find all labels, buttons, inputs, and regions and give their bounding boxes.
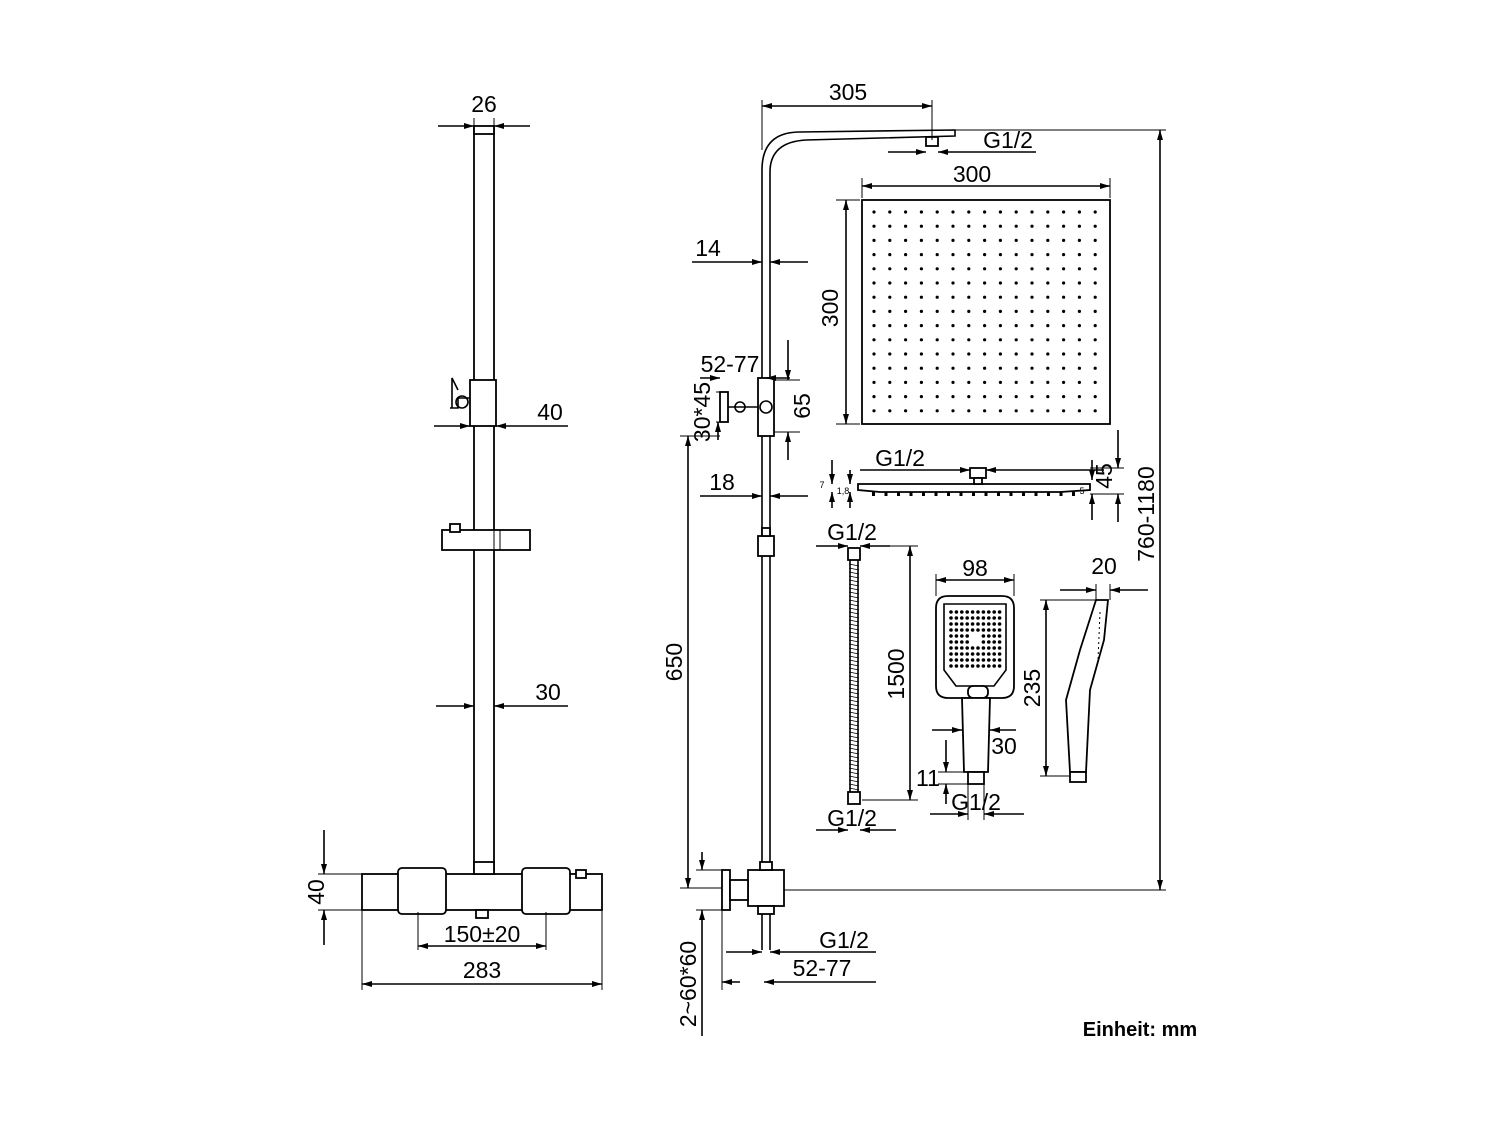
dim-hand-thread: 11 bbox=[916, 765, 940, 791]
side-view: 305 G1/2 14 52-77 30*45 65 18 650 bbox=[661, 79, 1166, 1036]
dim-inlet-connection: G1/2 bbox=[819, 927, 869, 953]
dim-front-mixer-width: 283 bbox=[463, 957, 501, 983]
hand-shower-button bbox=[967, 685, 989, 699]
overhead-nozzle-grid bbox=[872, 210, 1097, 413]
dim-front-slider-width: 40 bbox=[537, 399, 563, 425]
front-mixer-handle-right bbox=[521, 867, 571, 915]
dim-hose-bottom: G1/2 bbox=[827, 805, 877, 831]
unit-note: Einheit: mm bbox=[1083, 1019, 1197, 1041]
dim-overhead-width: 300 bbox=[953, 161, 991, 187]
hand-shower-head bbox=[935, 595, 1015, 699]
dim-hand-length: 235 bbox=[1019, 669, 1045, 707]
front-slider-screw bbox=[455, 395, 469, 409]
dim-hand-width: 98 bbox=[962, 555, 988, 581]
dim-inlet-distance: 52-77 bbox=[793, 955, 852, 981]
dim-hose-top: G1/2 bbox=[827, 519, 877, 545]
front-slider-knob bbox=[450, 377, 470, 409]
overhead-shower-top: 300 300 bbox=[817, 161, 1111, 425]
dim-arm-pipe: 14 bbox=[695, 235, 721, 261]
dim-bracket-range: 52-77 bbox=[701, 351, 760, 377]
dim-front-pipe-width: 30 bbox=[535, 679, 561, 705]
hand-shower-thread bbox=[967, 771, 985, 785]
front-riser-pipe bbox=[473, 127, 495, 871]
dim-wall-plate: 2~60*60 bbox=[675, 941, 701, 1027]
hand-shower-side: 20 235 bbox=[1019, 553, 1148, 783]
dim-hose-length: 1500 bbox=[883, 648, 909, 699]
dim-overhead-side-thickness: 45 bbox=[1091, 463, 1117, 489]
front-slider bbox=[469, 379, 497, 427]
front-mixer-handle-left bbox=[397, 867, 447, 915]
shower-hose: G1/2 1500 G1/2 bbox=[816, 519, 918, 833]
dim-overhead-connection: G1/2 bbox=[983, 127, 1033, 153]
dim-front-mixer-spacing: 150±20 bbox=[444, 921, 521, 947]
front-mixer-inlet bbox=[475, 909, 489, 919]
dim-overhead-side-connection: G1/2 bbox=[875, 445, 925, 471]
side-shelf bbox=[757, 535, 775, 557]
dim-overhead-side-a: 7 bbox=[819, 480, 824, 490]
side-mixer-wall-plate bbox=[721, 869, 731, 911]
dim-front-bar-top: 26 bbox=[471, 91, 497, 117]
dim-total-height: 760-1180 bbox=[1133, 466, 1159, 562]
overhead-side-profile bbox=[857, 483, 1091, 493]
hand-shower-handle bbox=[961, 697, 991, 773]
dim-arm-reach: 305 bbox=[829, 79, 867, 105]
dim-hand-connection: G1/2 bbox=[951, 789, 1001, 815]
dim-bracket-height: 65 bbox=[789, 393, 815, 419]
hand-shower-nozzles bbox=[949, 610, 1002, 668]
side-mixer-body bbox=[747, 869, 785, 907]
front-mixer-outlet bbox=[473, 861, 495, 875]
front-shelf-tab bbox=[449, 523, 461, 533]
dim-hand-handle: 30 bbox=[991, 733, 1017, 759]
front-view: 26 40 30 40 150±20 283 bbox=[303, 91, 603, 990]
front-shelf bbox=[441, 529, 531, 551]
dim-inlet-height: 650 bbox=[661, 643, 687, 681]
overhead-shower-side: G1/2 45 7 1,8 5 bbox=[819, 430, 1124, 522]
hand-shower-side-profile bbox=[1065, 599, 1109, 773]
front-pipe-cap bbox=[473, 125, 495, 135]
dim-overhead-height: 300 bbox=[817, 289, 843, 327]
hose-top-nut bbox=[847, 547, 861, 561]
dim-lower-pipe: 18 bbox=[709, 469, 735, 495]
dim-overhead-side-b: 1,8 bbox=[837, 486, 850, 496]
dim-overhead-side-c: 5 bbox=[1079, 486, 1084, 496]
dim-bracket-plate: 30*45 bbox=[689, 382, 715, 442]
front-mixer-button bbox=[575, 869, 587, 879]
dim-hand-side-width: 20 bbox=[1091, 553, 1117, 579]
side-wall-plate bbox=[719, 391, 729, 423]
hose-bottom-nut bbox=[847, 791, 861, 805]
hand-shower-front: 98 30 11 G1/2 bbox=[916, 555, 1024, 820]
dim-front-mixer-height: 40 bbox=[303, 879, 329, 905]
